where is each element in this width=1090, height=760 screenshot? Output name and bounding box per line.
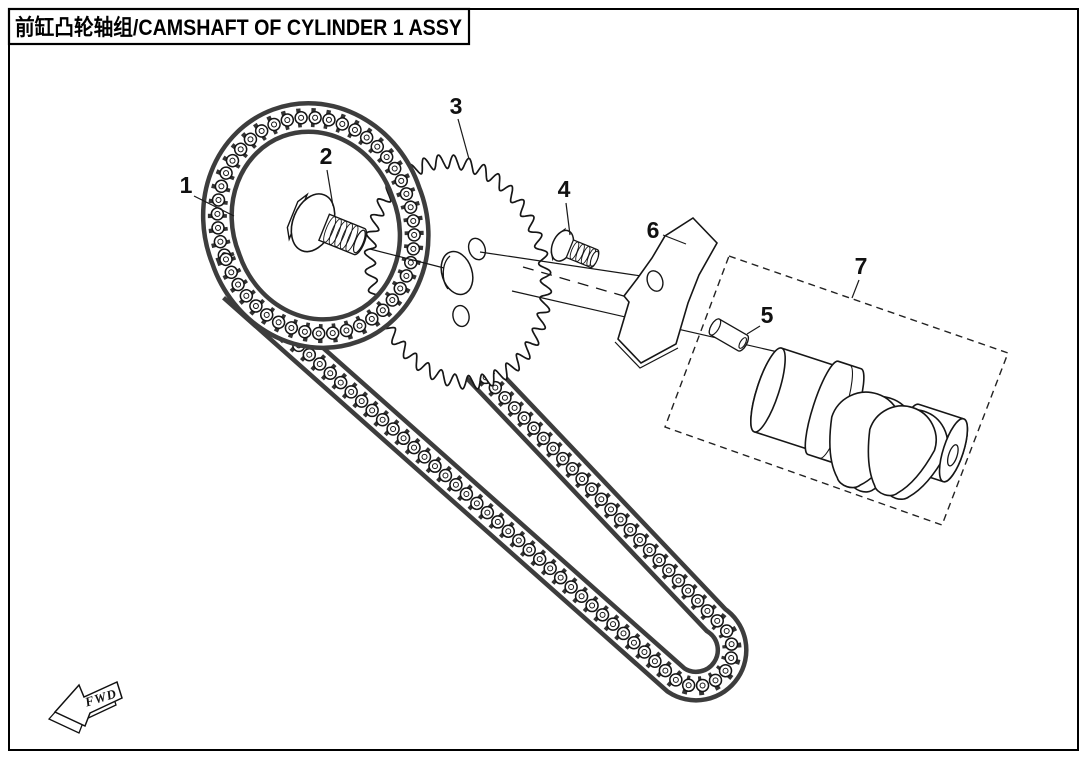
camshaft-detail-box [664,255,1009,526]
part-callout-1: 1 [180,172,193,198]
plate-bolt-hole [646,270,664,292]
assembly-axis-bolt2 [369,248,445,269]
part-callout-3: 3 [450,93,463,119]
leader-line-5 [746,325,761,335]
sprocket-flange-bolt [286,192,368,256]
part-callout-4: 4 [558,176,571,202]
plate-thickness-edge [614,341,679,369]
title-block [7,7,471,46]
part-callout-6: 6 [647,217,660,243]
cam-timing-chain [200,101,431,351]
camshaft [750,347,969,500]
leader-line-4 [565,202,571,236]
plate-flange-bolt [550,227,600,268]
sprocket-bolt-hole-lower [452,304,470,328]
leader-line-2 [326,169,334,207]
assembly-axis-hidden [522,266,642,302]
sprocket-bolt-hole-upper [467,237,487,261]
page-title: 前缸凸轮轴组/CAMSHAFT OF CYLINDER 1 ASSY [15,15,462,40]
leader-line-3 [457,118,470,160]
fwd-arrow-front-face [53,680,123,728]
drawing-border [8,8,1079,751]
part-callout-5: 5 [761,302,774,328]
cam-dowel-pin [708,318,750,352]
leader-line-7 [851,279,860,299]
sprocket-center-hole [440,250,474,296]
camshaft-center-hole [946,444,959,467]
leader-line-1 [193,195,235,217]
callouts: 1 2 3 4 5 6 7 [180,93,868,335]
cam-locating-plate [614,216,718,369]
leader-line-6 [662,234,687,245]
assembly-axis-upper [479,251,649,278]
part-callout-2: 2 [320,143,333,169]
part-callout-7: 7 [855,253,868,279]
exploded-view-artwork [200,101,1009,703]
fwd-direction-arrow: FWD [47,680,123,734]
cam-lobe-2 [867,405,937,497]
